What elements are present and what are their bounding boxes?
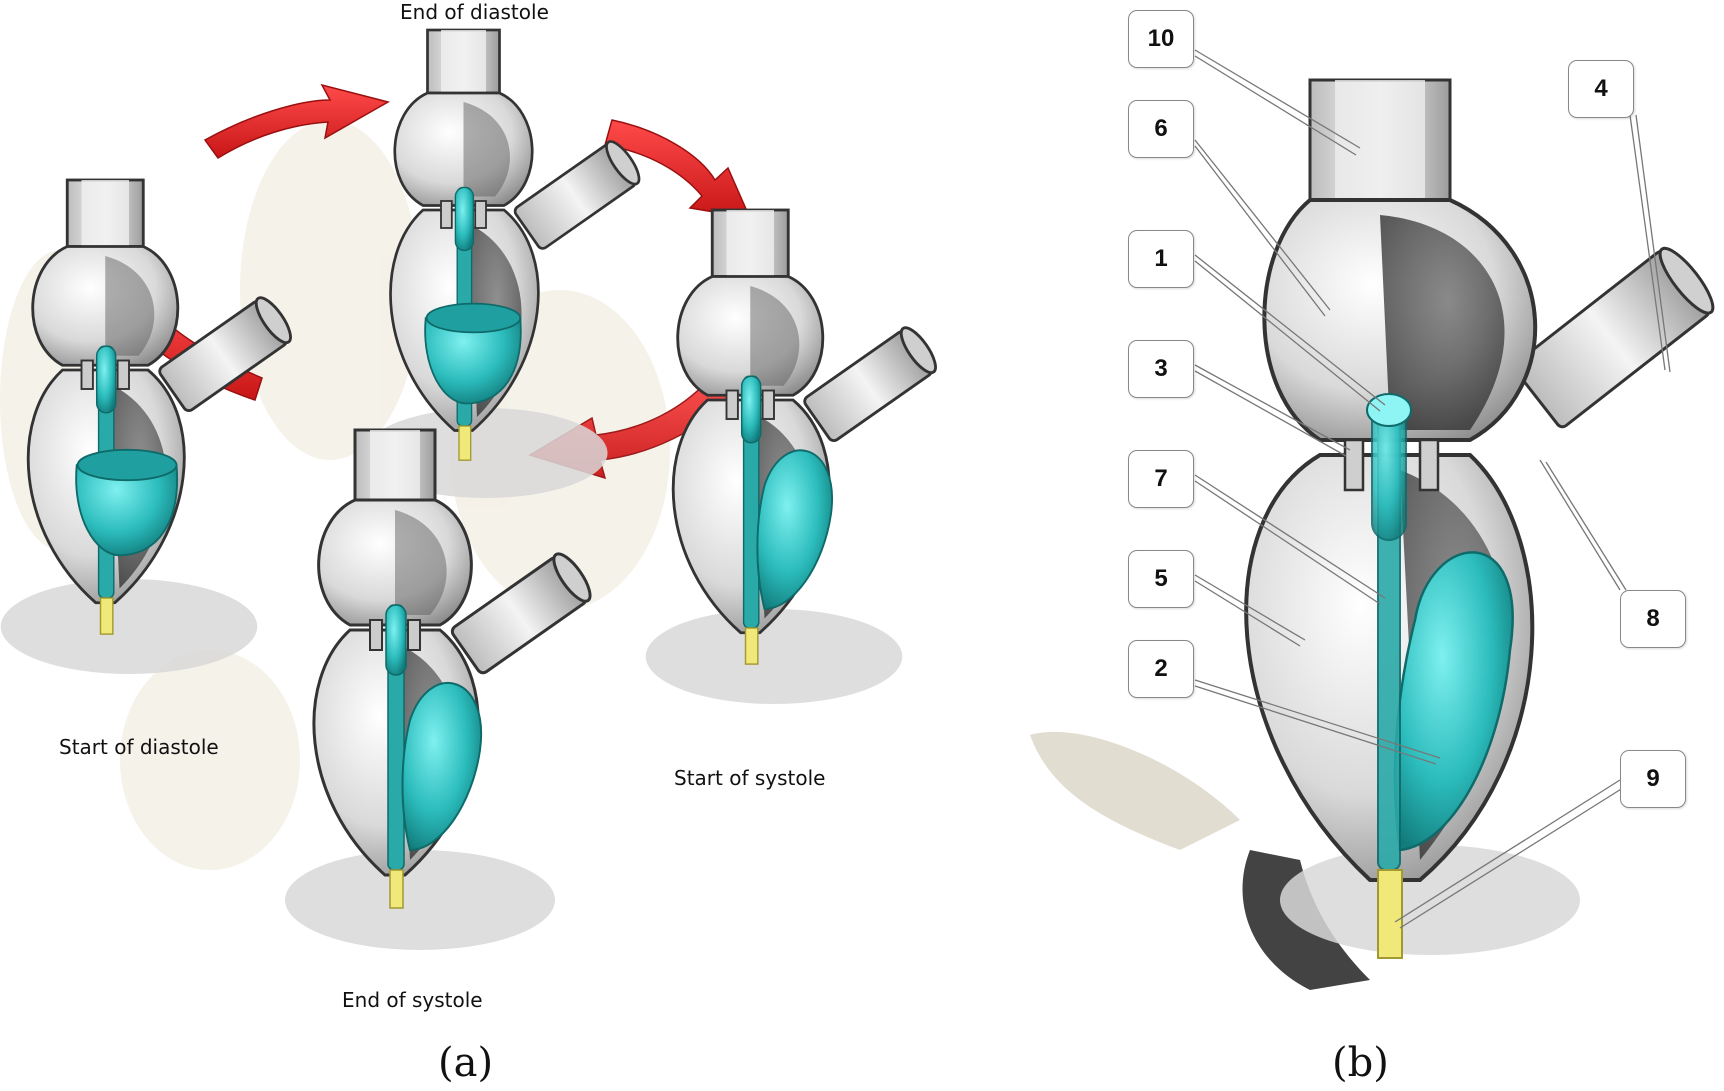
caption-end-of-diastole: End of diastole [400, 0, 549, 24]
callout-4: 4 [1568, 60, 1634, 118]
caption-start-of-diastole: Start of diastole [59, 735, 219, 759]
callout-2: 2 [1128, 640, 1194, 698]
leader-lines [1194, 49, 1671, 929]
cycle-arrow-top [203, 83, 390, 160]
callout-3: 3 [1128, 340, 1194, 398]
panel-label-b: (b) [1332, 1040, 1389, 1086]
caption-start-of-systole: Start of systole [674, 766, 826, 790]
callout-5: 5 [1128, 550, 1194, 608]
callout-7: 7 [1128, 450, 1194, 508]
callout-9: 9 [1620, 750, 1686, 808]
callout-10: 10 [1128, 10, 1194, 68]
model-start-of-systole [644, 208, 943, 706]
callout-8: 8 [1620, 590, 1686, 648]
caption-end-of-systole: End of systole [342, 988, 483, 1012]
callout-6: 6 [1128, 100, 1194, 158]
panel-label-a: (a) [438, 1040, 494, 1086]
panel-a [0, 28, 943, 952]
callout-1: 1 [1128, 230, 1194, 288]
panel-b [1030, 49, 1715, 990]
